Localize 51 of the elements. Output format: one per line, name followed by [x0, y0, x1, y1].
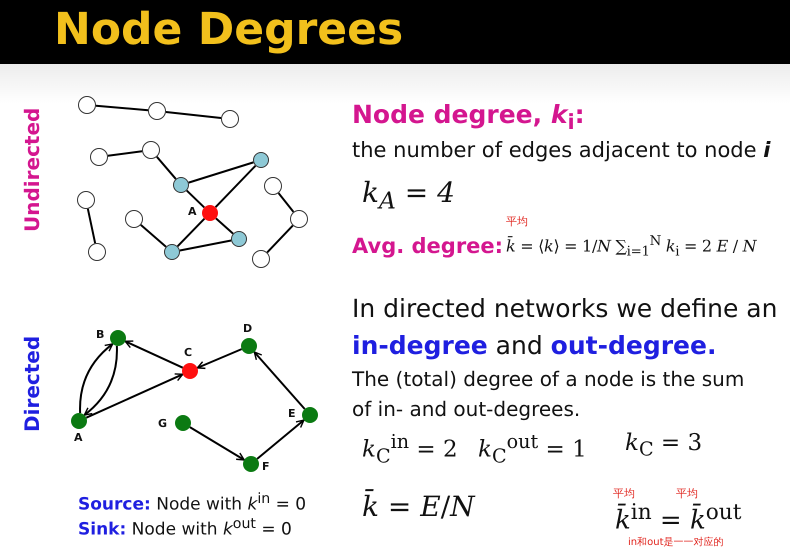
node-letter: A — [74, 431, 83, 444]
edge-line — [176, 218, 206, 247]
node-letter: D — [243, 322, 252, 335]
edge-line — [108, 150, 142, 157]
edge-line — [214, 165, 256, 208]
side-label: Undirected — [20, 108, 44, 232]
edge-line — [186, 190, 205, 208]
arrow — [86, 373, 184, 419]
body-text: In directed networks we define an in-degree and out-degree. — [352, 293, 778, 362]
term-heading: Node degree, k$_{i}$: — [352, 100, 585, 134]
edge-line — [86, 208, 96, 244]
arrow — [79, 343, 114, 414]
arrow — [254, 351, 306, 410]
node-letter: B — [96, 328, 104, 341]
slide-title: Node Degrees — [54, 4, 404, 55]
handwritten-note: in和out是一一对应的 — [628, 536, 724, 549]
definition-text: the number of edges adjacent to node i — [352, 138, 770, 162]
node-letter: F — [262, 460, 270, 473]
arrow — [189, 426, 245, 461]
formula: k$_{C}$$^{out}$ = 1 — [478, 430, 587, 468]
edge-line — [140, 224, 167, 248]
body-text: The (total) degree of a node is the sum of in- and out-degrees. — [352, 366, 746, 423]
arrow — [84, 346, 118, 416]
definition-text: Sink: Node with k$^{out}$ = 0 — [78, 516, 292, 540]
edge-line — [266, 224, 294, 254]
formula: k̄ = ⟨k⟩ = 1/N ∑$_{i=1}$$^{N}$ k$_{i}$ = 2 E / N — [506, 234, 756, 260]
handwritten-note: 平均 — [613, 486, 635, 501]
node-letter: E — [288, 407, 296, 420]
formula: k$_{C}$$^{in}$ = 2 — [362, 430, 458, 468]
edge-line — [156, 156, 177, 180]
node-letter: G — [158, 417, 168, 430]
handwritten-note: 平均 — [676, 486, 698, 501]
formula: k$_{A}$ = 4 — [362, 176, 455, 215]
arrow — [124, 340, 184, 369]
formula: k̄$^{in}$ = k̄$^{out}$ — [615, 500, 742, 536]
term-heading: Avg. degree: — [352, 234, 504, 258]
formula: k$_{C}$ = 3 — [625, 430, 702, 461]
handwritten-note: 平均 — [506, 214, 528, 229]
edge-line — [215, 218, 234, 234]
edge-line — [278, 192, 294, 213]
edge-line — [166, 110, 222, 120]
arrow — [196, 348, 242, 370]
edge-line — [180, 240, 232, 252]
formula: k̄ = E/N — [362, 490, 475, 523]
definition-text: Source: Node with k$^{in}$ = 0 — [78, 491, 306, 515]
side-label: Directed — [20, 336, 44, 432]
node-letter: C — [184, 346, 192, 359]
edge-line — [188, 161, 254, 184]
edge-line — [96, 104, 148, 112]
arrow — [256, 419, 305, 460]
node-letter: A — [188, 205, 197, 218]
